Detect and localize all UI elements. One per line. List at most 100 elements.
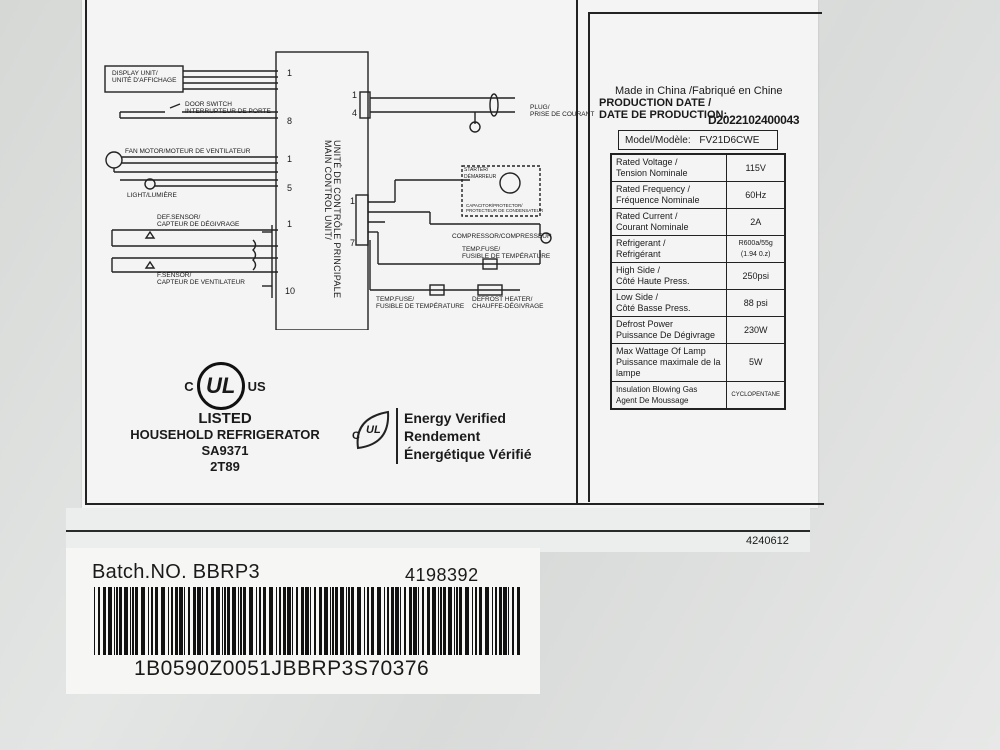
barcode-bar (465, 587, 469, 655)
spec-label: Rated Voltage /Tension Nominale (610, 153, 728, 182)
barcode-bar (287, 587, 291, 655)
barcode-bar (418, 587, 419, 655)
barcode-bar (243, 587, 246, 655)
barcode-text: 1B0590Z0051JBBRP3S70376 (134, 657, 430, 680)
compressor-label: COMPRESSOR/COMPRESSEUR (452, 233, 552, 240)
barcode-bar (485, 587, 489, 655)
ul-product: HOUSEHOLD REFRIGERATOR (130, 427, 320, 442)
barcode-bar (438, 587, 439, 655)
barcode-bar (98, 587, 100, 655)
barcode-bar (387, 587, 389, 655)
barcode-bar (301, 587, 304, 655)
barcode-bar (330, 587, 331, 655)
spec-value: 88 psi (726, 289, 786, 317)
wiring-diagram (104, 51, 552, 330)
temp-fuse-label-2: TEMP.FUSE/FUSIBLE DE TEMPÉRATURE (376, 296, 465, 310)
barcode-bar (517, 587, 520, 655)
barcode-bar (492, 587, 493, 655)
temp-fuse-label-1: TEMP.FUSE/FUSIBLE DE TEMPÉRATURE (462, 246, 551, 260)
barcode-bar (276, 587, 277, 655)
spec-row: Low Side /Côté Basse Press.88 psi (610, 289, 786, 317)
ul-listed-text: LISTED (198, 410, 252, 427)
spec-value: 60Hz (726, 181, 786, 209)
barcode (94, 587, 520, 655)
label-frame (85, 0, 824, 505)
spec-value: 2A (726, 208, 786, 236)
barcode-bar (124, 587, 128, 655)
barcode-bar (206, 587, 208, 655)
strip-code: 4240612 (746, 535, 789, 547)
spec-label: Refrigerant /Refrigérant (610, 235, 728, 263)
ul-code-2: 2T89 (210, 459, 240, 474)
pin-label: 8 (287, 116, 293, 126)
pin-label: 1 (350, 196, 356, 206)
barcode-bar (94, 587, 95, 655)
spec-value: CYCLOPENTANE (726, 381, 786, 410)
ul-code-1: SA9371 (201, 443, 249, 458)
barcode-bar (116, 587, 118, 655)
barcode-bar (395, 587, 399, 655)
barcode-bar (211, 587, 214, 655)
production-date-label: PRODUCTION DATE / DATE DE PRODUCTION: (599, 97, 728, 121)
barcode-bar (193, 587, 196, 655)
def-sensor-label: DEF.SENSOR/CAPTEUR DE DÉGIVRAGE (157, 214, 240, 228)
display-unit-label: DISPLAY UNIT/UNITÉ D'AFFICHAGE (112, 70, 177, 84)
barcode-bar (314, 587, 316, 655)
barcode-bar (459, 587, 462, 655)
barcode-bar (216, 587, 220, 655)
spec-label: Rated Frequency /Fréquence Nominale (610, 181, 728, 209)
spec-row: High Side /Côté Haute Press.250psi (610, 262, 786, 290)
pin-label: 1 (287, 68, 293, 78)
barcode-bar (384, 587, 385, 655)
barcode-bar (432, 587, 436, 655)
production-date-value: D2022102400043 (708, 113, 800, 127)
barcode-bar (499, 587, 502, 655)
barcode-bar (224, 587, 226, 655)
barcode-bar (202, 587, 203, 655)
defrost-heater-label: DEFROST HEATER/CHAUFFE-DÉGIVRAGE (472, 296, 544, 310)
spec-value: 115V (726, 153, 786, 182)
barcode-bar (348, 587, 350, 655)
barcode-bar (351, 587, 354, 655)
barcode-bar (400, 587, 401, 655)
barcode-bar (440, 587, 442, 655)
light-label: LIGHT/LUMIÈRE (127, 192, 177, 199)
barcode-bar (135, 587, 138, 655)
barcode-bar (454, 587, 455, 655)
barcode-bar (103, 587, 106, 655)
barcode-bar (141, 587, 145, 655)
barcode-bar (171, 587, 173, 655)
strip-divider (66, 530, 810, 532)
info-panel-border (588, 12, 590, 502)
barcode-bar (197, 587, 201, 655)
starter-label: STARTER/DÉMARREUR (464, 167, 497, 180)
barcode-bar (335, 587, 338, 655)
barcode-bar (319, 587, 322, 655)
barcode-bar (269, 587, 273, 655)
info-panel-top-border (588, 12, 822, 14)
barcode-bar (367, 587, 369, 655)
barcode-bar (456, 587, 458, 655)
plug-label: PLUG/PRISE DE COURANT (530, 104, 595, 118)
spec-label: Rated Current /Courant Nominale (610, 208, 728, 236)
barcode-bar (443, 587, 446, 655)
barcode-bar (346, 587, 347, 655)
barcode-bar (108, 587, 112, 655)
barcode-bar (222, 587, 223, 655)
barcode-bar (227, 587, 230, 655)
made-in-text: Made in China /Fabriqué en Chine (615, 85, 783, 97)
barcode-bar (391, 587, 394, 655)
frame-divider (576, 0, 578, 505)
barcode-bar (232, 587, 236, 655)
barcode-bar (371, 587, 374, 655)
barcode-bar (495, 587, 497, 655)
barcode-bar (184, 587, 185, 655)
energy-logo-ul: UL (366, 424, 381, 436)
fan-motor-label: FAN MOTOR/MOTEUR DE VENTILATEUR (125, 148, 251, 155)
barcode-bar (479, 587, 482, 655)
